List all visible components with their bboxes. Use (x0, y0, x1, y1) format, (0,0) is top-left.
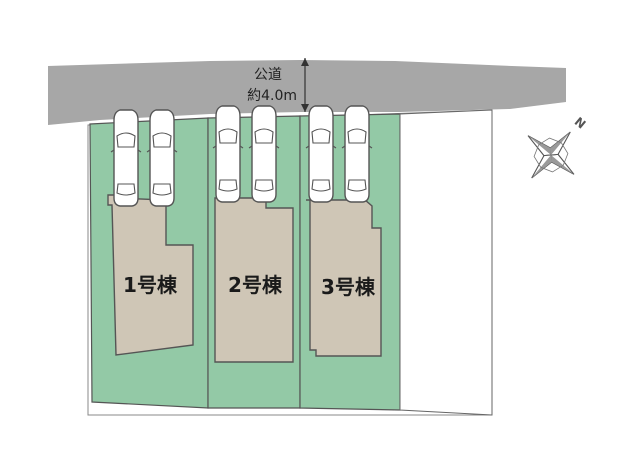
car-icon (110, 109, 142, 207)
car-icon (341, 105, 373, 203)
road-width-dimension (301, 58, 309, 112)
car-icon (248, 105, 280, 203)
public-road (48, 60, 566, 125)
road-name: 公道 (254, 67, 282, 83)
compass-north-label: N (572, 114, 589, 131)
car-icon (146, 109, 178, 207)
car-icon (212, 105, 244, 203)
building-3 (306, 199, 382, 357)
road-width-label: 約4.0m (247, 88, 297, 104)
car-icon (305, 105, 337, 203)
building-1-label: 1号棟 (123, 273, 178, 297)
compass-rose-icon (527, 131, 575, 179)
building-2-label: 2号棟 (228, 273, 283, 297)
building-3-label: 3号棟 (321, 275, 376, 299)
adjacent-lot (399, 109, 493, 416)
